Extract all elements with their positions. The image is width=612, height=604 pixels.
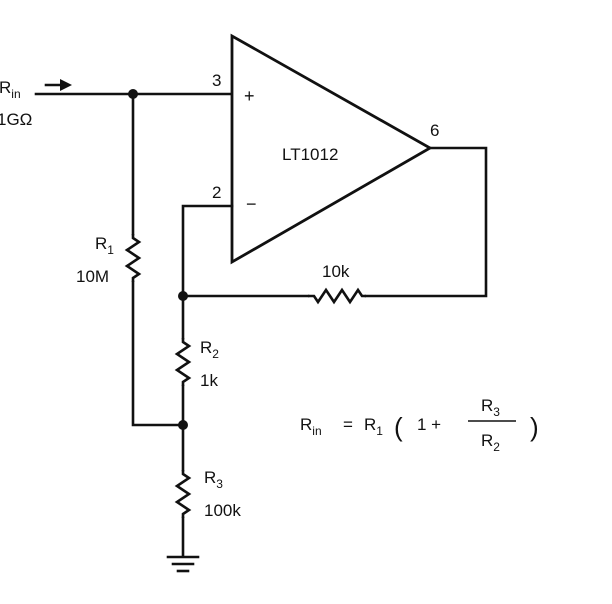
feedback-resistor-value: 10k bbox=[322, 262, 350, 281]
r1-label: R1 bbox=[95, 234, 114, 257]
input-value: 1GΩ bbox=[0, 110, 32, 129]
svg-text:): ) bbox=[530, 412, 539, 442]
opamp-name: LT1012 bbox=[282, 145, 338, 164]
r1-value: 10M bbox=[76, 267, 109, 286]
svg-text:=: = bbox=[343, 415, 353, 434]
minus-sign: − bbox=[246, 194, 257, 214]
svg-text:R3: R3 bbox=[481, 396, 500, 419]
r3-resistor bbox=[174, 470, 192, 518]
pin-2-label: 2 bbox=[212, 183, 221, 202]
junction-feedback bbox=[178, 291, 188, 301]
ground-icon bbox=[166, 555, 200, 573]
input-label: Rin bbox=[0, 78, 21, 101]
output-feedback-wire bbox=[364, 146, 488, 298]
input-arrow bbox=[44, 79, 72, 91]
svg-text:(: ( bbox=[394, 412, 403, 442]
r2-resistor bbox=[174, 338, 192, 386]
pin-6-label: 6 bbox=[430, 121, 439, 140]
r2-value: 1k bbox=[200, 371, 218, 390]
r1-resistor bbox=[124, 234, 142, 282]
r3-label: R3 bbox=[204, 468, 223, 491]
r1-bottom-wire bbox=[131, 280, 185, 427]
svg-text:Rin: Rin bbox=[300, 415, 322, 438]
junction-input bbox=[128, 89, 138, 99]
r2-label: R2 bbox=[200, 338, 219, 361]
feedback-resistor bbox=[308, 287, 366, 305]
svg-text:R1: R1 bbox=[364, 415, 383, 438]
gain-formula: Rin = R1 ( 1 + R3 R2 ) bbox=[300, 396, 539, 454]
r3-value: 100k bbox=[204, 501, 241, 520]
opamp-body bbox=[230, 33, 433, 265]
junction-r1-r2-r3 bbox=[178, 420, 188, 430]
plus-sign: + bbox=[244, 86, 255, 106]
svg-text:1 +: 1 + bbox=[417, 415, 441, 434]
pin-3-label: 3 bbox=[212, 71, 221, 90]
svg-text:R2: R2 bbox=[481, 431, 500, 454]
inverting-input-wire bbox=[181, 204, 234, 298]
